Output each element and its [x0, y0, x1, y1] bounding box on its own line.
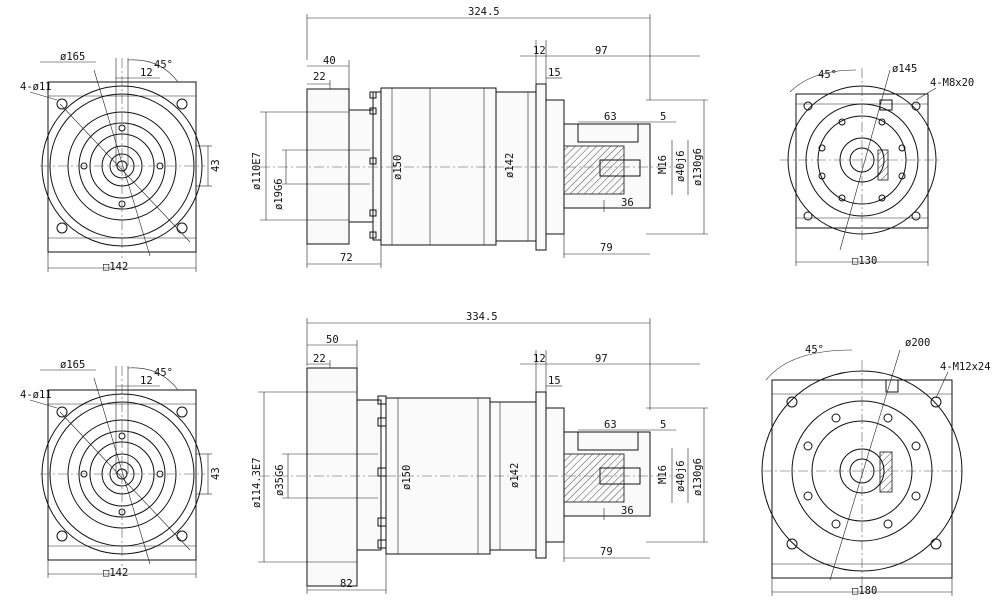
mount-hole — [56, 98, 68, 110]
pilot-diameter: ø130g6 — [692, 458, 704, 496]
side-label: 43 — [210, 467, 222, 480]
adapter-length: 82 — [340, 578, 353, 590]
bottom-rear-view: 45° ø200 4-M12x24 □180 — [761, 337, 991, 597]
holes-label: 4-M12x24 — [940, 361, 991, 373]
input-flange — [306, 367, 358, 587]
adapter-length: 72 — [340, 252, 353, 264]
mount-hole — [176, 98, 188, 110]
angle-label: 45° — [154, 367, 173, 379]
top-side-view: 324.5 40 22 — [251, 6, 708, 268]
bottom-front-view: 4-ø11 ø165 12 45° 43 □142 — [20, 359, 222, 579]
square-label: □142 — [103, 261, 128, 273]
key-offset: 5 — [660, 419, 666, 431]
input-shaft: ø35G6 — [274, 464, 286, 496]
offset-label: 12 — [140, 67, 153, 79]
overall-length: 334.5 — [466, 311, 498, 323]
collar-length: 15 — [548, 375, 561, 387]
square-label: □142 — [103, 567, 128, 579]
input-flange — [306, 88, 350, 245]
top-row: 4-ø11 ø165 12 45° 43 □142 324.5 40 22 — [20, 6, 974, 273]
square-label: □180 — [852, 585, 877, 597]
bottom-side-view: 334.5 50 22 — [251, 311, 708, 594]
input-bore: ø110E7 — [251, 152, 263, 190]
shoulder-length: 12 — [533, 353, 546, 365]
output-length: 97 — [595, 353, 608, 365]
output-flange — [535, 391, 547, 559]
square-label: □130 — [852, 255, 877, 267]
spigot-length: 22 — [313, 353, 326, 365]
flange-length: 50 — [326, 334, 339, 346]
key-length: 63 — [604, 419, 617, 431]
body-diameter-2: ø142 — [509, 463, 521, 488]
angle-label: 45° — [805, 344, 824, 356]
thread-label: M16 — [657, 155, 669, 174]
pcd-label: ø145 — [892, 63, 917, 75]
holes-label: 4-M8x20 — [930, 77, 974, 89]
side-label: 43 — [210, 159, 222, 172]
key-offset: 5 — [660, 111, 666, 123]
flange-length: 40 — [323, 55, 336, 67]
angle-label: 45° — [818, 69, 837, 81]
thread-depth: 36 — [621, 197, 634, 209]
shaft-diameter: ø40j6 — [675, 150, 687, 182]
body-diameter-2: ø142 — [504, 153, 516, 178]
output-length: 97 — [595, 45, 608, 57]
pilot-diameter: ø130g6 — [692, 148, 704, 186]
gearbox-body — [380, 87, 497, 246]
body-diameter: ø150 — [392, 155, 404, 180]
thread-label: M16 — [657, 465, 669, 484]
shaft-length: 79 — [600, 242, 613, 254]
input-bore: ø114.3E7 — [251, 457, 263, 508]
top-rear-view: 45° ø145 4-M8x20 □130 — [780, 63, 974, 267]
holes-label: 4-ø11 — [20, 81, 52, 93]
spigot-length: 22 — [313, 71, 326, 83]
input-shaft: ø19G6 — [273, 178, 285, 210]
thread-depth: 36 — [621, 505, 634, 517]
pcd-label: ø200 — [905, 337, 930, 349]
pcd-label: ø165 — [60, 359, 85, 371]
mount-hole — [56, 222, 68, 234]
bottom-row: 4-ø11 ø165 12 45° 43 □142 334.5 50 22 — [20, 311, 991, 597]
offset-label: 12 — [140, 375, 153, 387]
shaft-length: 79 — [600, 546, 613, 558]
angle-label: 45° — [154, 59, 173, 71]
mount-hole — [176, 222, 188, 234]
shoulder-length: 12 — [533, 45, 546, 57]
key-length: 63 — [604, 111, 617, 123]
body-diameter: ø150 — [401, 465, 413, 490]
overall-length: 324.5 — [468, 6, 500, 18]
collar-length: 15 — [548, 67, 561, 79]
top-front-view: 4-ø11 ø165 12 45° 43 □142 — [20, 51, 222, 273]
holes-label: 4-ø11 — [20, 389, 52, 401]
pcd-label: ø165 — [60, 51, 85, 63]
shaft-diameter: ø40j6 — [675, 460, 687, 492]
